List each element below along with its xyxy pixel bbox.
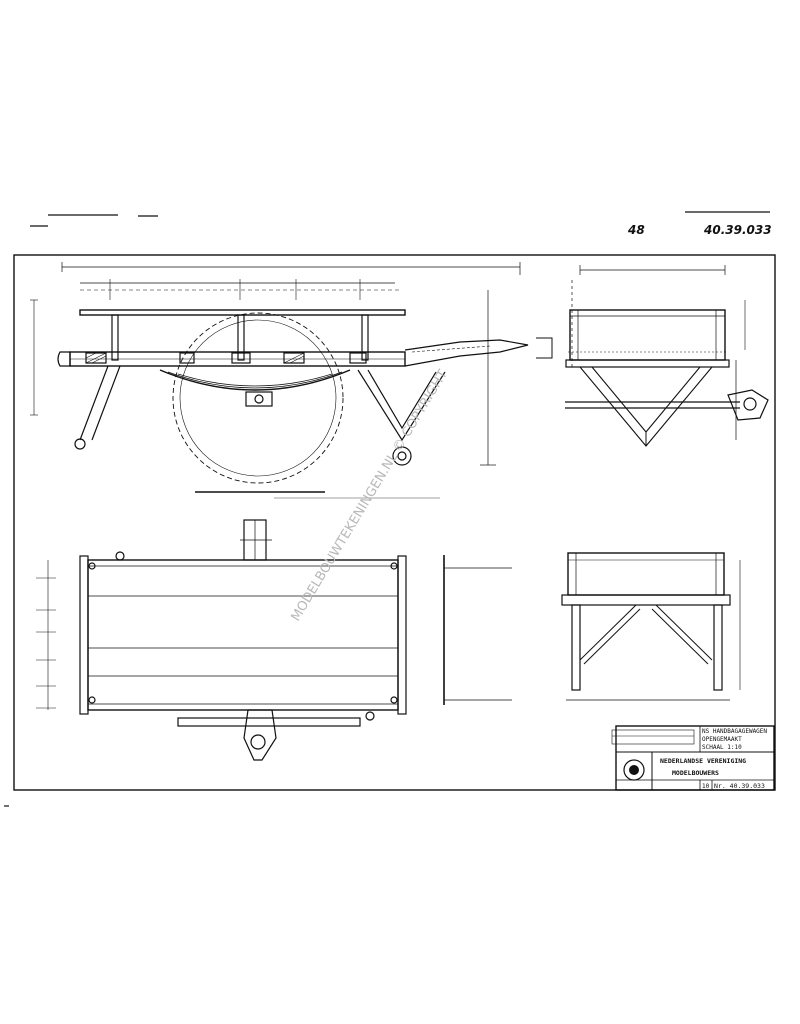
- left-support-leg: [79, 365, 121, 441]
- title-sheet: 10: [702, 783, 710, 790]
- leaf-spring: [159, 369, 351, 391]
- wheel-outline: [172, 312, 344, 484]
- end-view-body: [569, 309, 726, 361]
- end-view: [565, 265, 769, 447]
- drawbar: [404, 339, 529, 367]
- title-scale: SCHAAL 1:10: [702, 744, 742, 751]
- association-seal-icon: [623, 759, 645, 781]
- section-view: [443, 555, 512, 705]
- title-subject-line2: OPENGEMAAKT: [702, 736, 742, 743]
- end-view-lower: [561, 552, 741, 701]
- title-number: Nr. 40.39.033: [714, 782, 765, 790]
- title-subject-line1: NS HANDBAGAGEWAGEN: [702, 728, 767, 735]
- title-org-line1: NEDERLANDSE VERENIGING: [660, 757, 746, 765]
- plan-view-outline: [87, 559, 399, 711]
- drawing-frame: [13, 254, 776, 791]
- drawing-ref-handwritten: 40.39.033: [703, 223, 772, 237]
- side-view: [30, 262, 553, 499]
- right-support-legs: [357, 369, 446, 442]
- header-marks: [30, 211, 770, 227]
- copyright-watermark: MODELBOUWTEKENINGEN.NL © COPYRIGHT: [289, 368, 451, 625]
- title-org-line2: MODELBOUWERS: [672, 769, 719, 777]
- sheet-mark: 48: [627, 223, 645, 237]
- title-block: NS HANDBAGAGEWAGEN OPENGEMAAKT SCHAAL 1:…: [611, 725, 775, 791]
- plan-view: [36, 519, 407, 761]
